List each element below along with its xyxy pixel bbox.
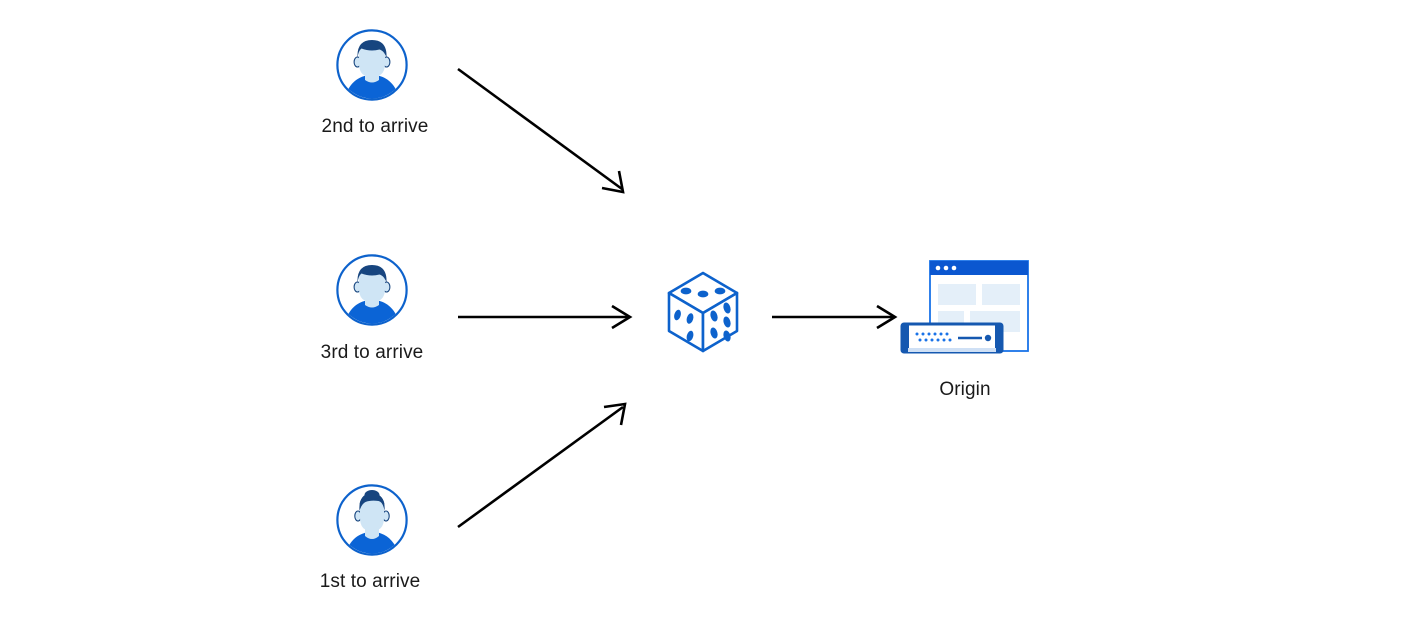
node-label-user-2nd: 2nd to arrive (321, 116, 429, 137)
dice-icon (663, 268, 743, 356)
arrow-3rd-to-dice (458, 304, 633, 330)
user-avatar-icon (335, 253, 409, 327)
node-label-user-1st: 1st to arrive (319, 571, 421, 592)
arrow-dice-to-origin (772, 304, 898, 330)
arrow-1st-to-dice (457, 402, 627, 529)
user-avatar-icon (335, 483, 409, 557)
node-label-user-3rd: 3rd to arrive (320, 342, 424, 363)
node-label-origin: Origin (939, 379, 991, 400)
origin-server-icon (898, 258, 1030, 358)
router-device-shape (900, 322, 1004, 354)
user-avatar-icon (335, 28, 409, 102)
